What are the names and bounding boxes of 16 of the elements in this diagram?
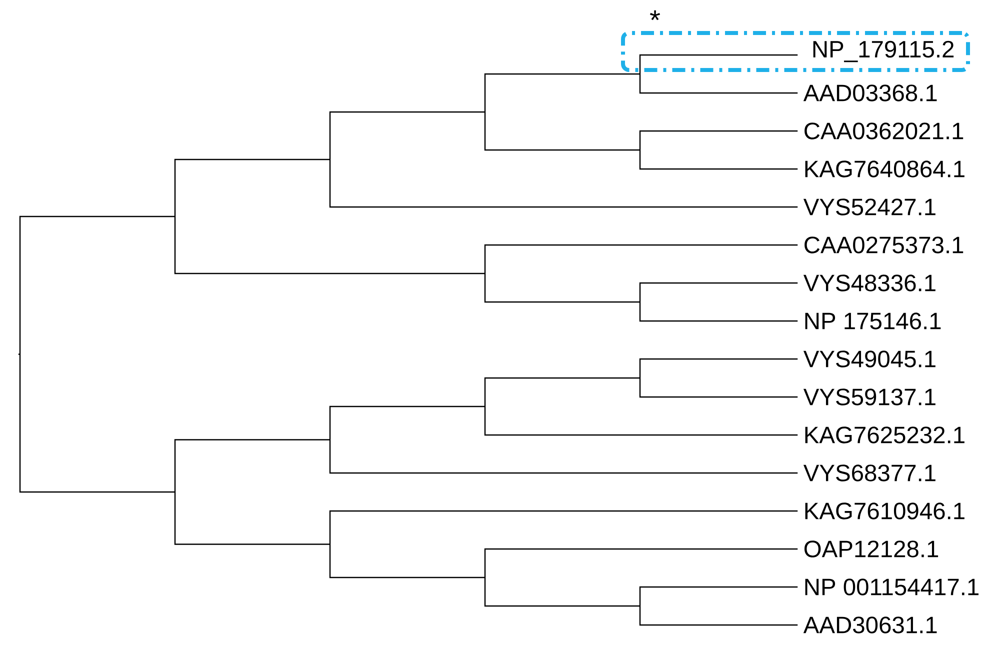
highlight-box: NP_179115.2 [621,31,970,72]
sequence-label: AAD30631.1 [803,616,937,634]
sequence-label: VYS52427.1 [803,198,936,216]
sequence-label: CAA0362021.1 [804,122,964,140]
sequence-label: NP 175146.1 [805,312,941,330]
sequence-label: KAG7640864.1 [805,160,964,178]
sequence-label: VYS59137.1 [803,388,936,406]
sequence-label: KAG7625232.1 [805,426,964,444]
sequence-label: KAG7610946.1 [805,502,964,520]
asterisk-mark: * [650,10,660,20]
sequence-label: CAA0275373.1 [804,236,964,254]
sequence-label: VYS48336.1 [803,274,936,292]
sequence-label: VYS49045.1 [803,350,936,368]
sequence-label: OAP12128.1 [804,540,938,558]
sequence-label: VYS68377.1 [803,464,936,482]
sequence-label: NP 001154417.1 [805,578,978,596]
